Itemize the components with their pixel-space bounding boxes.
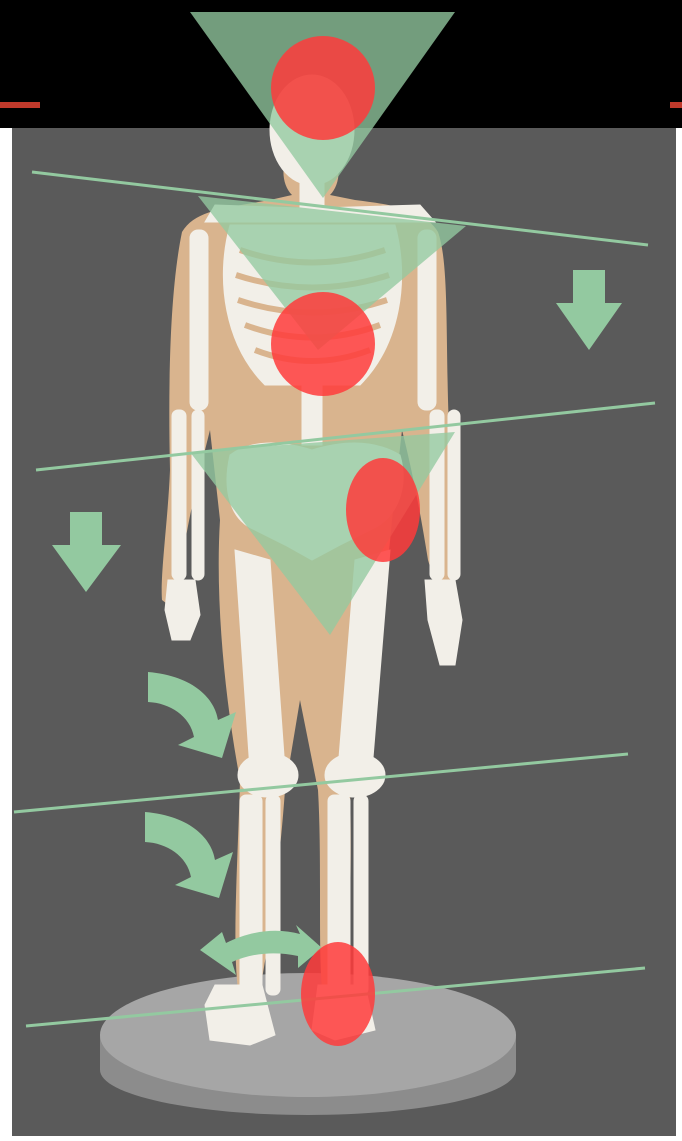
- head-marker: [271, 36, 375, 140]
- red-accent-left: [0, 102, 40, 108]
- ankle-marker: [301, 942, 375, 1046]
- red-accent-right: [670, 102, 682, 108]
- chest-marker: [271, 292, 375, 396]
- hip-marker: [346, 458, 420, 562]
